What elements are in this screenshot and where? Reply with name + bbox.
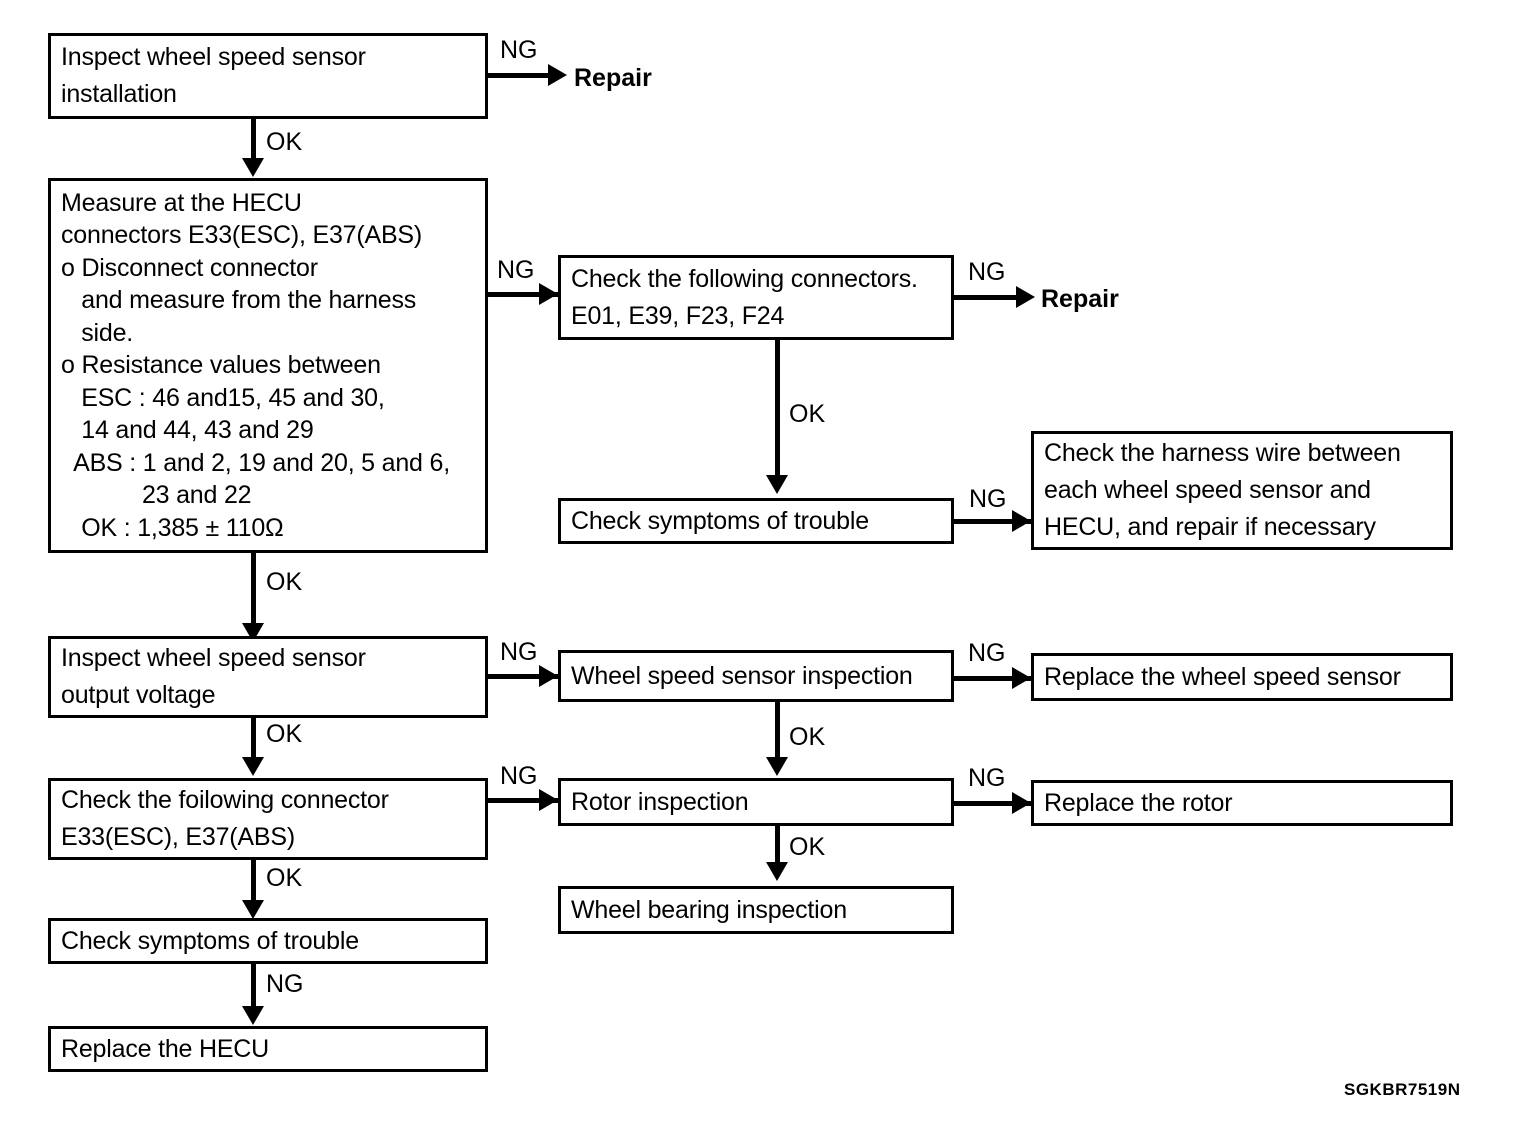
node-line: o Disconnect connector [61,253,318,282]
arrow-head-ng-6 [1012,667,1031,689]
edge-line-ok-2 [251,553,256,636]
node-line: Replace the HECU [61,1034,270,1063]
node-line: Wheel speed sensor inspection [571,661,913,690]
node-wheel-bearing-inspection[interactable]: Wheel bearing inspection [558,886,954,934]
node-rotor-inspection[interactable]: Rotor inspection [558,778,954,826]
node-replace-hecu[interactable]: Replace the HECU [48,1026,488,1072]
edge-label-ok-8: OK [789,833,826,861]
edge-line-ok-3 [775,340,780,480]
node-line: 23 and 22 [61,481,252,510]
edge-label-ng-8: NG [968,764,1006,792]
edge-label-ng-3: NG [968,258,1006,286]
arrow-head-ng-2 [539,283,558,305]
node-line: E33(ESC), E37(ABS) [61,823,295,851]
node-line: Measure at the HECU [61,188,302,217]
edge-line-ng-9 [251,964,256,1012]
edge-line-ok-8 [775,826,780,868]
edge-line-ng-6 [954,676,1032,681]
node-line: ESC : 46 and15, 45 and 30, [61,383,385,412]
edge-line-ng-7 [488,798,558,803]
edge-line-ok-7 [251,860,256,905]
node-line: Rotor inspection [571,787,749,816]
node-line: Check symptoms of trouble [571,506,869,535]
node-line: Wheel bearing inspection [571,895,847,924]
node-line: Inspect wheel speed sensor [61,43,366,71]
node-line: side. [61,318,134,347]
node-line: OK : 1,385 ± 110Ω [61,513,284,542]
node-line: Inspect wheel speed sensor [61,644,366,672]
node-line: Check the following connectors. [571,264,918,293]
arrow-head-ng-9 [242,1006,264,1025]
node-inspect-output-voltage[interactable]: Inspect wheel speed sensor output voltag… [48,636,488,718]
edge-label-ng-2: NG [497,256,535,284]
figure-code: SGKBR7519N [1344,1080,1461,1099]
node-line: Check symptoms of trouble [61,926,359,955]
arrow-head-ok-7 [242,900,264,919]
node-measure-hecu[interactable]: Measure at the HECU connectors E33(ESC),… [48,178,488,553]
node-line: connectors E33(ESC), E37(ABS) [61,221,423,250]
edge-label-ng-1: NG [500,36,538,64]
arrow-head-ng-1 [548,64,567,86]
edge-line-ng-8 [954,801,1032,806]
node-line: Check the foilowing connector [61,786,389,814]
edge-label-ng-9: NG [266,970,304,998]
node-line: 14 and 44, 43 and 29 [61,416,314,445]
node-line: and measure from the harness [61,286,417,315]
edge-label-ok-2: OK [266,568,303,596]
arrow-head-ng-5 [539,665,558,687]
node-line: Replace the rotor [1044,788,1233,817]
arrow-head-ok-5 [242,757,264,776]
edge-label-ng-4: NG [969,485,1007,513]
edge-label-ok-7: OK [266,864,303,892]
node-line: Replace the wheel speed sensor [1044,662,1401,691]
arrow-head-ng-7 [539,789,558,811]
node-check-symptoms-mid[interactable]: Check symptoms of trouble [558,498,954,544]
edge-label-ok-6: OK [789,723,826,751]
edge-line-ok-6 [775,702,780,764]
node-line: output voltage [61,681,216,709]
edge-label-ok-1: OK [266,128,303,156]
edge-line-ok-1 [251,119,256,166]
arrow-head-ok-6 [766,757,788,776]
node-wheel-speed-sensor-inspection[interactable]: Wheel speed sensor inspection [558,650,954,702]
node-line: each wheel speed sensor and [1044,476,1371,504]
node-replace-rotor[interactable]: Replace the rotor [1031,780,1453,826]
edge-line-ng-1 [488,73,556,78]
edge-line-ok-5 [251,718,256,765]
edge-label-ok-5: OK [266,720,303,748]
arrow-head-ng-8 [1012,792,1031,814]
node-check-connectors[interactable]: Check the following connectors. E01, E39… [558,255,954,340]
edge-label-ok-3: OK [789,400,826,428]
terminal-repair-mid: Repair [1041,285,1119,313]
edge-line-ng-4 [954,519,1032,524]
node-line: ABS : 1 and 2, 19 and 20, 5 and 6, [61,448,450,477]
edge-label-ng-6: NG [968,639,1006,667]
node-check-following-connector[interactable]: Check the foilowing connector E33(ESC), … [48,778,488,860]
arrow-head-ok-8 [766,862,788,881]
node-replace-wheel-speed-sensor[interactable]: Replace the wheel speed sensor [1031,653,1453,701]
edge-label-ng-5: NG [500,638,538,666]
node-line: E01, E39, F23, F24 [571,301,785,330]
node-line: installation [61,80,177,108]
node-line: Check the harness wire between [1044,439,1401,467]
edge-line-ng-5 [488,674,558,679]
arrow-head-ok-1 [242,158,264,177]
node-check-symptoms-bottom[interactable]: Check symptoms of trouble [48,918,488,964]
node-inspect-installation[interactable]: Inspect wheel speed sensor installation [48,33,488,119]
edge-line-ng-2 [488,292,558,297]
node-check-harness-wire[interactable]: Check the harness wire between each whee… [1031,431,1453,550]
node-line: HECU, and repair if necessary [1044,513,1376,541]
edge-label-ng-7: NG [500,762,538,790]
arrow-head-ok-3 [766,475,788,494]
terminal-repair-top: Repair [574,64,652,92]
edge-line-ng-3 [954,295,1024,300]
node-line: o Resistance values between [61,351,381,380]
arrow-head-ng-3 [1016,286,1035,308]
arrow-head-ng-4 [1012,510,1031,532]
